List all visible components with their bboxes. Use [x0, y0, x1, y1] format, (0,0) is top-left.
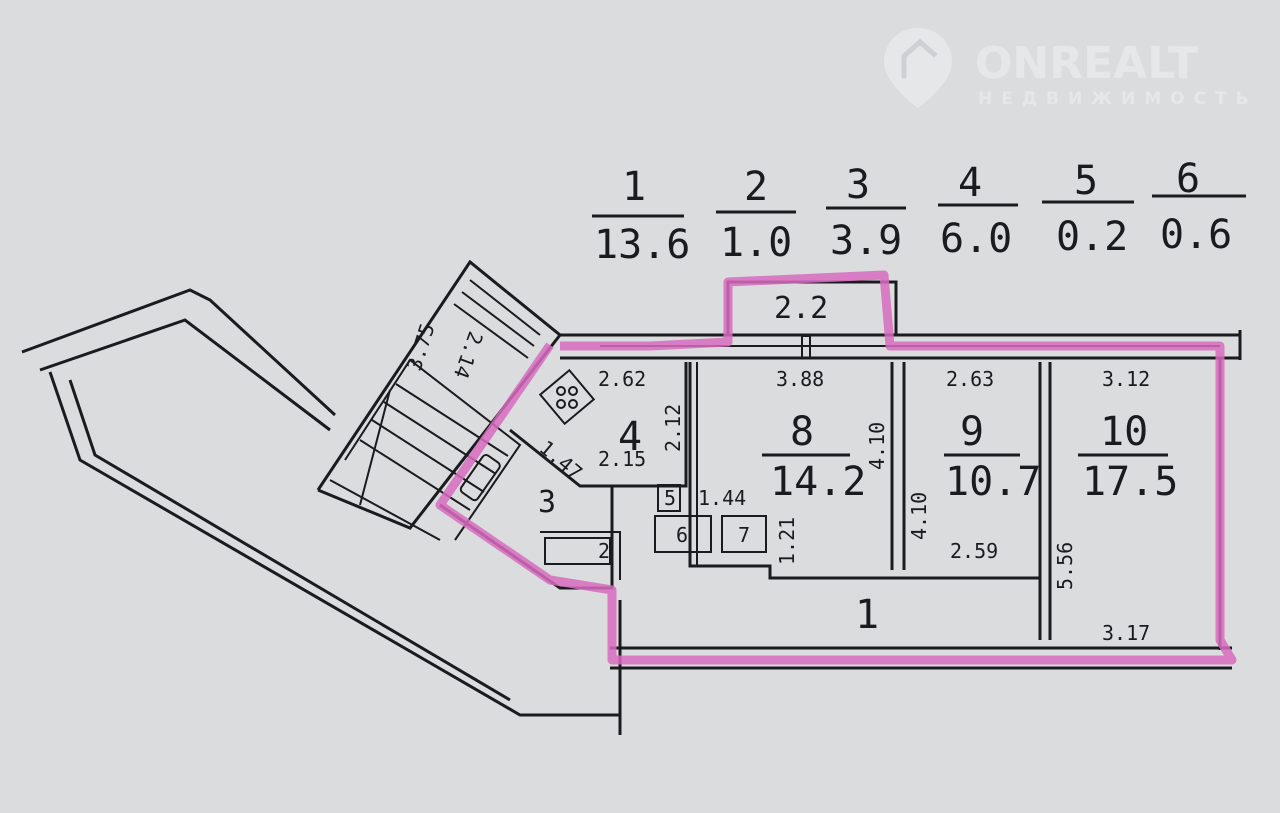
- location-house-icon: [884, 28, 952, 108]
- room-8-area: 14.2: [770, 459, 866, 505]
- room-5-label: 5: [664, 486, 676, 510]
- legend-num: 2: [744, 164, 768, 210]
- dim: 2.59: [950, 539, 998, 563]
- room-7-label: 7: [738, 523, 750, 547]
- watermark: ONREALT НЕДВИЖИМОСТЬ: [884, 28, 1258, 109]
- room-10-label: 10: [1100, 409, 1148, 455]
- legend-area: 1.0: [720, 220, 792, 266]
- legend-area: 0.2: [1056, 214, 1128, 260]
- room-3-label: 3: [538, 485, 556, 520]
- room-8-label: 8: [790, 409, 814, 455]
- watermark-brand: ONREALT: [975, 38, 1198, 89]
- dim: 5.56: [1053, 542, 1077, 590]
- dim: 2.63: [946, 367, 994, 391]
- legend-area: 13.6: [594, 222, 690, 268]
- room-4-label: 4: [618, 414, 642, 460]
- legend-area: 0.6: [1160, 212, 1232, 258]
- room-9-area: 10.7: [945, 459, 1041, 505]
- room-9-label: 9: [960, 409, 984, 455]
- dim: 2.62: [598, 367, 646, 391]
- dim: 3.12: [1102, 367, 1150, 391]
- room-2-label: 2: [598, 539, 610, 563]
- dimension-labels: 2.62 2.12 2.15 1.47 3.88 4.10 2.63 4.10 …: [535, 367, 1150, 645]
- legend-area: 6.0: [940, 216, 1012, 262]
- stove: [538, 368, 596, 426]
- watermark-tagline: НЕДВИЖИМОСТЬ: [978, 89, 1258, 109]
- dim: 3.88: [776, 367, 824, 391]
- room-10-area: 17.5: [1082, 459, 1178, 505]
- dim: 2.12: [661, 404, 685, 452]
- legend-area: 3.9: [830, 218, 902, 264]
- building-walls: 3.75 2.14: [21, 259, 622, 735]
- apartment-boundary: [435, 270, 1237, 665]
- toilet: [544, 537, 611, 565]
- bathtub: [459, 453, 501, 502]
- dim: 1.21: [775, 517, 799, 565]
- room-1-label: 1: [855, 592, 879, 638]
- dim: 1.44: [698, 486, 746, 510]
- dim-balcony: 2.2: [774, 291, 828, 326]
- legend-num: 4: [958, 160, 982, 206]
- area-legend: 1 13.6 2 1.0 3 3.9 4 6.0 5 0.2 6 0.6: [592, 156, 1246, 268]
- room-6-label: 6: [676, 523, 688, 547]
- legend-num: 1: [622, 164, 646, 210]
- dim: 4.10: [865, 422, 889, 470]
- dim: 2.15: [598, 447, 646, 471]
- apartment-walls: 2.2: [439, 280, 1242, 670]
- dim: 3.17: [1102, 621, 1150, 645]
- dim: 4.10: [907, 492, 931, 540]
- legend-num: 5: [1074, 158, 1098, 204]
- legend-num: 6: [1176, 156, 1200, 202]
- legend-num: 3: [846, 162, 870, 208]
- room-labels: 4 3 2 5 6 7 1 8 14.2 9 10.7 10 17.5: [538, 409, 1178, 638]
